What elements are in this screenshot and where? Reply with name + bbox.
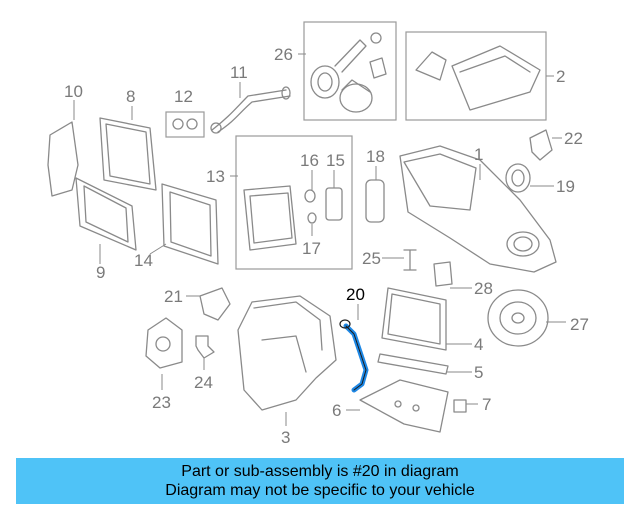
part-24-sensor bbox=[195, 335, 215, 359]
callout-8: 8 bbox=[126, 87, 135, 106]
group-box-2 bbox=[405, 31, 547, 121]
callout-11: 11 bbox=[230, 63, 248, 82]
part-17-oring bbox=[307, 212, 317, 224]
part-28-resistor bbox=[433, 261, 453, 287]
part-11-hoses bbox=[210, 86, 291, 134]
part-25-screw bbox=[403, 249, 417, 271]
part-20-drain-hose bbox=[339, 319, 369, 393]
part-3-distribution-case bbox=[237, 295, 337, 411]
callout-22: 22 bbox=[564, 129, 583, 148]
callout-14: 14 bbox=[134, 251, 153, 270]
info-banner: Part or sub-assembly is #20 in diagram D… bbox=[16, 458, 624, 504]
callout-10: 10 bbox=[64, 82, 83, 101]
callout-13: 13 bbox=[206, 167, 225, 186]
parts-diagram: 1 2 3 4 5 6 7 8 9 10 11 12 13 14 15 16 1… bbox=[47, 21, 589, 447]
part-7-plug bbox=[453, 399, 467, 413]
callout-27: 27 bbox=[570, 315, 589, 334]
part-23-actuator bbox=[145, 317, 183, 369]
banner-line-1: Part or sub-assembly is #20 in diagram bbox=[181, 463, 459, 480]
callout-1: 1 bbox=[474, 145, 483, 164]
part-9-heater-core bbox=[75, 177, 137, 251]
callout-25: 25 bbox=[362, 249, 381, 268]
part-22-clip bbox=[529, 129, 553, 161]
callout-3: 3 bbox=[281, 428, 290, 447]
part-15-valve bbox=[325, 187, 343, 221]
callout-5: 5 bbox=[474, 363, 483, 382]
part-2-housing-cover bbox=[415, 45, 541, 111]
part-27-blower-motor bbox=[487, 289, 549, 347]
part-6-tray bbox=[359, 379, 449, 433]
banner-line-2: Diagram may not be specific to your vehi… bbox=[165, 482, 475, 499]
part-26-actuators bbox=[310, 32, 387, 113]
callout-6: 6 bbox=[332, 401, 341, 420]
callout-24: 24 bbox=[194, 373, 213, 392]
callout-15: 15 bbox=[326, 151, 345, 170]
group-box-13 bbox=[235, 135, 353, 270]
callout-2: 2 bbox=[556, 67, 565, 86]
part-18-sensor bbox=[365, 179, 385, 223]
part-21-bracket bbox=[199, 287, 231, 321]
part-12-seals bbox=[172, 118, 198, 130]
part-14-filter bbox=[161, 183, 219, 265]
part-16-oring bbox=[304, 189, 316, 203]
callout-23: 23 bbox=[152, 393, 171, 412]
part-19-gasket bbox=[505, 163, 531, 193]
callout-18: 18 bbox=[366, 147, 385, 166]
part-8-evaporator bbox=[99, 117, 157, 191]
part-1-hvac-case bbox=[399, 145, 557, 273]
callout-19: 19 bbox=[556, 177, 575, 196]
callout-26: 26 bbox=[274, 45, 293, 64]
callout-28: 28 bbox=[474, 279, 493, 298]
callout-7: 7 bbox=[482, 395, 491, 414]
callout-12: 12 bbox=[174, 87, 193, 106]
group-box-26 bbox=[303, 21, 397, 121]
callout-16: 16 bbox=[300, 151, 319, 170]
part-5-seal bbox=[377, 353, 449, 375]
callout-4: 4 bbox=[474, 335, 483, 354]
group-box-12 bbox=[165, 111, 205, 138]
callout-20: 20 bbox=[346, 285, 365, 304]
part-13-expansion-valve bbox=[243, 185, 297, 251]
leader-lines bbox=[73, 53, 566, 426]
part-10-bracket bbox=[47, 121, 79, 197]
part-4-cabin-filter bbox=[381, 287, 447, 351]
callout-21: 21 bbox=[164, 287, 183, 306]
callout-9: 9 bbox=[96, 263, 105, 282]
callout-17: 17 bbox=[302, 239, 321, 258]
